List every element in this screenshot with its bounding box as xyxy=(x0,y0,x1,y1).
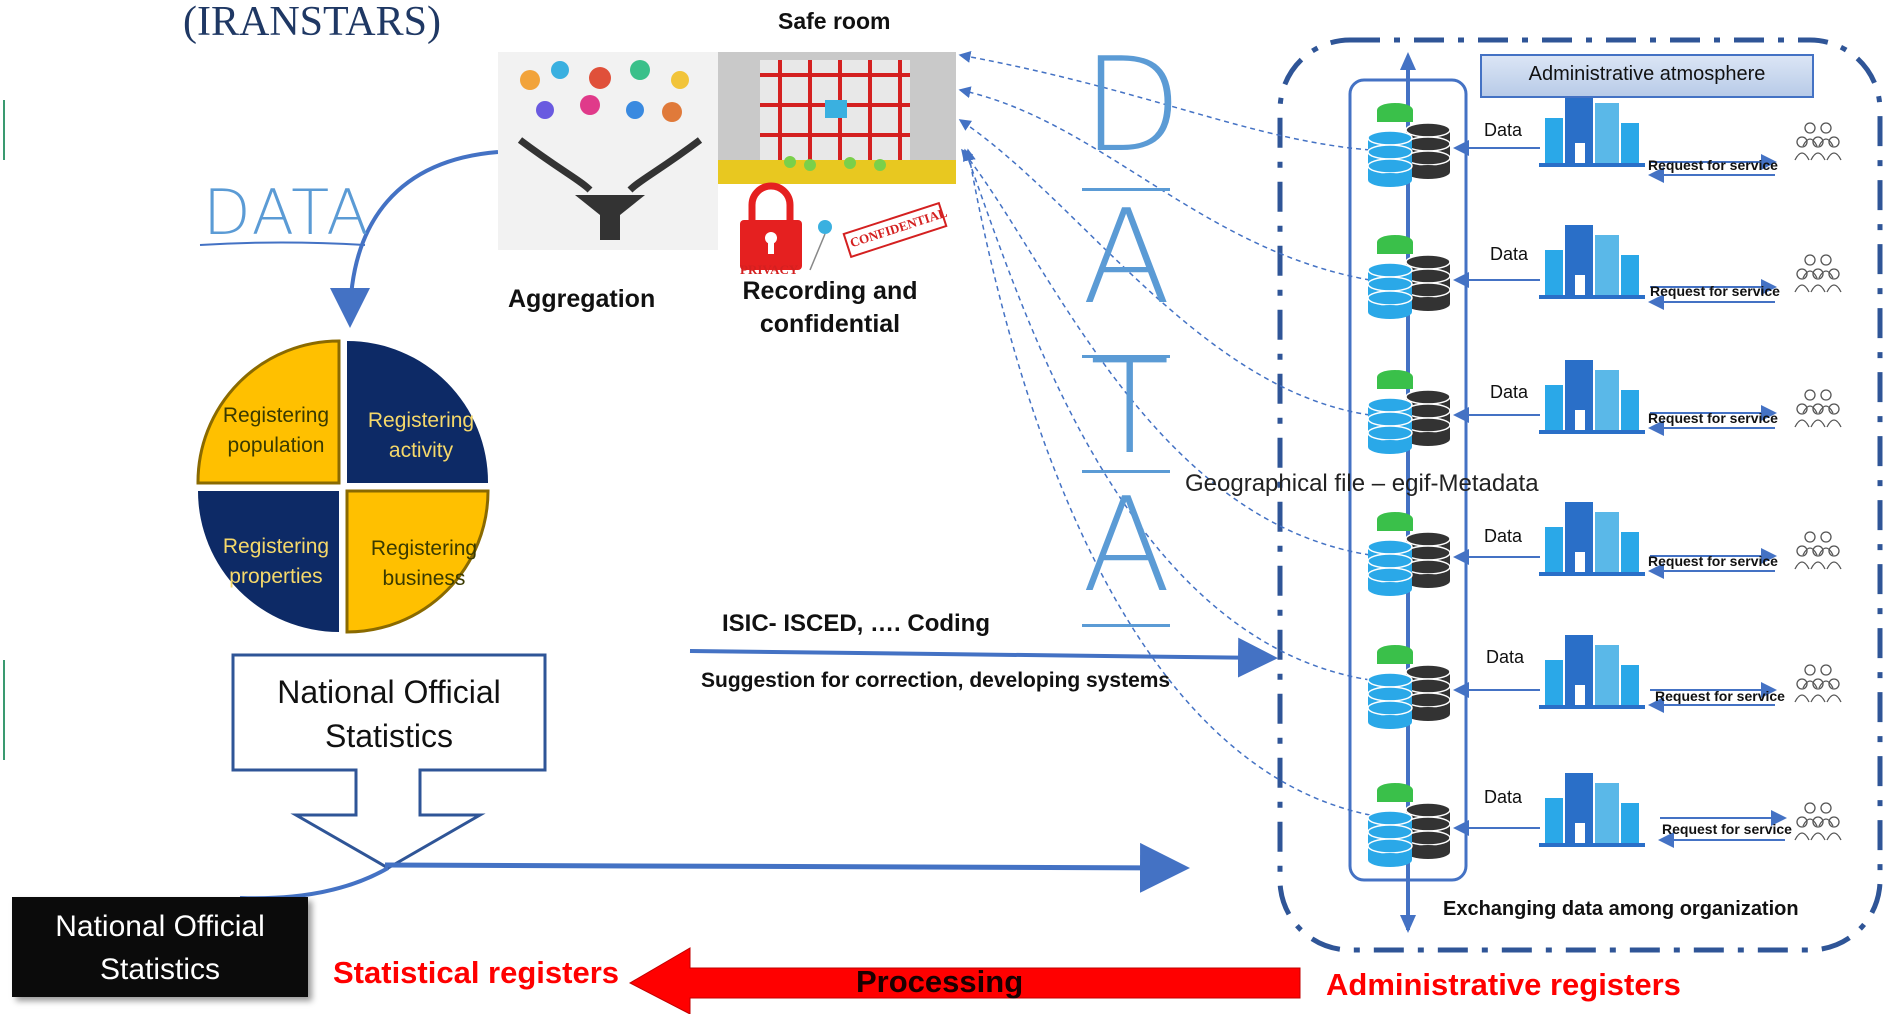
admin-atmosphere-box: Administrative atmosphere xyxy=(1480,54,1814,98)
dark-database-icon xyxy=(1405,122,1451,179)
dark-database-icon xyxy=(1405,389,1451,446)
dark-database-icon xyxy=(1405,664,1451,721)
big-data-divider xyxy=(1082,355,1170,358)
big-data-divider xyxy=(1082,470,1170,473)
admin-atmosphere-label: Administrative atmosphere xyxy=(1528,63,1766,85)
processing-label: Processing xyxy=(856,964,1024,999)
row-data-label: Data xyxy=(1490,244,1529,264)
nos-to-left-curve xyxy=(239,866,390,901)
admin-row-arrows xyxy=(1453,140,1787,848)
row-data-label: Data xyxy=(1486,647,1525,667)
aggregation-label: Aggregation xyxy=(508,285,656,313)
quadrant-activity: Registering activity xyxy=(367,409,475,462)
statistical-registers-label: Statistical registers xyxy=(333,955,620,990)
people-icon xyxy=(1794,122,1842,161)
row-request-label: Request for service xyxy=(1650,283,1780,299)
building-icon xyxy=(1539,360,1645,434)
big-data-letter-a2: A xyxy=(1082,469,1171,621)
data-underline xyxy=(199,241,366,246)
dark-database-icon xyxy=(1405,802,1451,859)
blue-database-icon xyxy=(1367,810,1413,867)
building-icon xyxy=(1539,502,1645,576)
suggestion-label: Suggestion for correction, developing sy… xyxy=(701,669,1171,692)
register-pie xyxy=(196,339,490,634)
row-data-label: Data xyxy=(1484,787,1523,807)
nos-to-right-arrow xyxy=(384,842,1190,893)
dark-database-icon xyxy=(1405,254,1451,311)
nos-callout-shape xyxy=(231,653,547,870)
people-icon xyxy=(1794,802,1842,841)
quadrant-business: Registering business xyxy=(370,537,478,590)
page-title: (IRANSTARS) xyxy=(183,0,441,45)
big-data-letter-a1: A xyxy=(1082,181,1171,333)
nos-dark-box-text: National Official Statistics xyxy=(55,910,265,986)
row-request-label: Request for service xyxy=(1655,688,1785,704)
building-icon xyxy=(1539,225,1645,299)
aggregation-to-pie-arrow xyxy=(330,150,499,328)
building-icon xyxy=(1539,635,1645,709)
people-icon xyxy=(1794,389,1842,428)
big-data-divider xyxy=(1082,188,1170,191)
admin-area-border xyxy=(1277,37,1883,953)
people-icon xyxy=(1794,254,1842,293)
blue-database-icon xyxy=(1367,397,1413,454)
safe-room-label: Safe room xyxy=(778,8,891,34)
building-icon xyxy=(1539,773,1645,847)
people-icon xyxy=(1794,664,1842,703)
administrative-registers-label: Administrative registers xyxy=(1326,967,1681,1002)
row-request-label: Request for service xyxy=(1648,157,1778,173)
big-data-letter-d: D xyxy=(1082,29,1183,181)
exchanging-label: Exchanging data among organization xyxy=(1443,898,1799,920)
privacy-stamp: PRIVACY xyxy=(740,262,799,277)
recording-label: Recording and confidential xyxy=(742,277,918,338)
row-request-label: Request for service xyxy=(1662,821,1792,837)
coding-arrow xyxy=(689,637,1278,678)
nos-dark-box: National Official Statistics xyxy=(12,897,308,997)
blue-database-icon xyxy=(1367,539,1413,596)
processing-arrow xyxy=(628,947,1301,1014)
row-request-label: Request for service xyxy=(1648,410,1778,426)
dark-database-icon xyxy=(1405,531,1451,588)
big-data-divider xyxy=(1082,624,1170,627)
geo-file-label: Geographical file – egif-Metadata xyxy=(1185,470,1539,497)
row-data-label: Data xyxy=(1490,382,1529,402)
safe-room-image xyxy=(718,52,956,271)
row-data-label: Data xyxy=(1484,526,1523,546)
building-icon xyxy=(1539,93,1645,167)
aggregation-image xyxy=(498,52,718,250)
row-data-label: Data xyxy=(1484,120,1523,140)
blue-database-icon xyxy=(1367,130,1413,187)
nos-box-text: National Official Statistics xyxy=(277,674,501,754)
blue-database-icon xyxy=(1367,262,1413,319)
quadrant-properties: Registering properties xyxy=(222,535,330,588)
row-request-label: Request for service xyxy=(1648,553,1778,569)
coding-label: ISIC- ISCED, …. Coding xyxy=(722,610,990,637)
big-data-letter-t: T xyxy=(1090,331,1170,483)
people-icon xyxy=(1794,531,1842,570)
blue-database-icon xyxy=(1367,672,1413,729)
quadrant-population: Registering population xyxy=(222,404,330,457)
data-label-left: DATA xyxy=(203,176,371,249)
